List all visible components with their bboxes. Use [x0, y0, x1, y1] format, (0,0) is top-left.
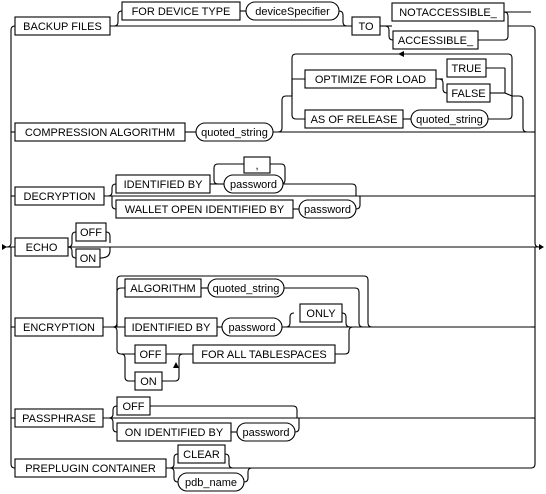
for-all-tablespaces-label: FOR ALL TABLESPACES [201, 349, 327, 361]
on-identified-by-keyword [116, 422, 232, 442]
echo-keyword [14, 237, 69, 257]
decryption-label: DECRYPTION [24, 191, 96, 203]
off-keyword [75, 222, 107, 242]
false-keyword [446, 83, 491, 103]
password-variable [236, 422, 296, 442]
as-of-release-label: AS OF RELEASE [311, 114, 398, 126]
password-label: password [304, 204, 351, 216]
wallet-open-identified-by-label: WALLET OPEN IDENTIFIED BY [125, 204, 285, 216]
clear-keyword [177, 444, 226, 464]
quoted-string-variable [195, 122, 274, 142]
true-keyword [446, 58, 487, 78]
accessible-keyword [392, 30, 479, 50]
algorithm-label: ALGORITHM [130, 283, 195, 295]
identified-by-label: IDENTIFIED BY [132, 322, 212, 334]
identified-by-label: IDENTIFIED BY [124, 179, 204, 191]
passphrase-keyword [14, 408, 104, 428]
decryption-keyword [14, 186, 105, 206]
off-keyword [134, 344, 167, 364]
only-label: ONLY [306, 308, 336, 320]
compression-algorithm-keyword [14, 122, 186, 142]
on-identified-by-label: ON IDENTIFIED BY [125, 427, 224, 439]
exit-arrow-icon [539, 244, 544, 250]
on-keyword [75, 248, 101, 268]
password-label: password [230, 179, 277, 191]
echo-label: ECHO [26, 242, 58, 254]
quoted-string-variable [207, 278, 285, 298]
backup-files-keyword [14, 16, 111, 36]
optimize-for-load-keyword [304, 69, 437, 89]
password-label: password [242, 427, 289, 439]
for-device-type-keyword [121, 1, 241, 21]
optimize-for-load-label: OPTIMIZE FOR LOAD [315, 74, 426, 86]
encryption-label: ENCRYPTION [23, 322, 95, 334]
connector-lines [3, 10, 541, 483]
device-specifier-variable [245, 1, 340, 21]
comma-label: , [255, 160, 258, 172]
true-label: TRUE [452, 63, 482, 75]
on-keyword [134, 371, 163, 391]
password-variable [221, 317, 283, 337]
password-variable [223, 174, 284, 194]
preplugin-container-label: PREPLUGIN CONTAINER [25, 463, 156, 475]
for-device-type-label: FOR DEVICE TYPE [132, 6, 231, 18]
off-label: OFF [123, 401, 145, 413]
on-label: ON [80, 253, 97, 265]
pdb-name-variable [177, 472, 245, 492]
false-label: FALSE [451, 88, 485, 100]
entry-arrow-icon [2, 244, 7, 250]
backup-files-label: BACKUP FILES [23, 21, 102, 33]
comma-separator [243, 156, 271, 174]
encryption-keyword [14, 317, 104, 337]
identified-by-keyword [115, 174, 211, 194]
repeat-arrow-icon [398, 51, 404, 57]
quoted-string-label: quoted_string [213, 283, 280, 295]
device-specifier-label: deviceSpecifier [255, 6, 330, 18]
to-label: TO [358, 21, 374, 33]
only-keyword [299, 303, 343, 323]
preplugin-container-keyword [14, 458, 167, 478]
off-label: OFF [80, 227, 102, 239]
nodes: BACKUP FILES FOR DEVICE TYPE deviceSpeci… [14, 1, 505, 492]
clear-label: CLEAR [183, 449, 220, 461]
quoted-string-variable [410, 109, 489, 129]
for-all-tablespaces-keyword [192, 344, 336, 364]
as-of-release-keyword [304, 109, 404, 129]
pdb-name-label: pdb_name [185, 477, 237, 489]
accessible-label: ACCESSIBLE_ [398, 35, 474, 47]
wallet-open-identified-by-keyword [115, 199, 294, 219]
quoted-string-label: quoted_string [201, 127, 268, 139]
algorithm-keyword [124, 278, 202, 298]
to-keyword [351, 16, 381, 36]
off-label: OFF [140, 349, 162, 361]
passphrase-label: PASSPHRASE [22, 413, 96, 425]
password-variable [298, 199, 357, 219]
quoted-string-label: quoted_string [416, 114, 483, 126]
compression-algorithm-label: COMPRESSION ALGORITHM [25, 127, 175, 139]
notaccessible-label: NOTACCESSIBLE_ [399, 7, 497, 19]
identified-by-keyword [124, 317, 218, 337]
notaccessible-keyword [391, 2, 505, 22]
flow-arrow-icon [173, 362, 179, 368]
off-keyword [116, 396, 151, 416]
password-label: password [228, 322, 275, 334]
on-label: ON [140, 376, 157, 388]
